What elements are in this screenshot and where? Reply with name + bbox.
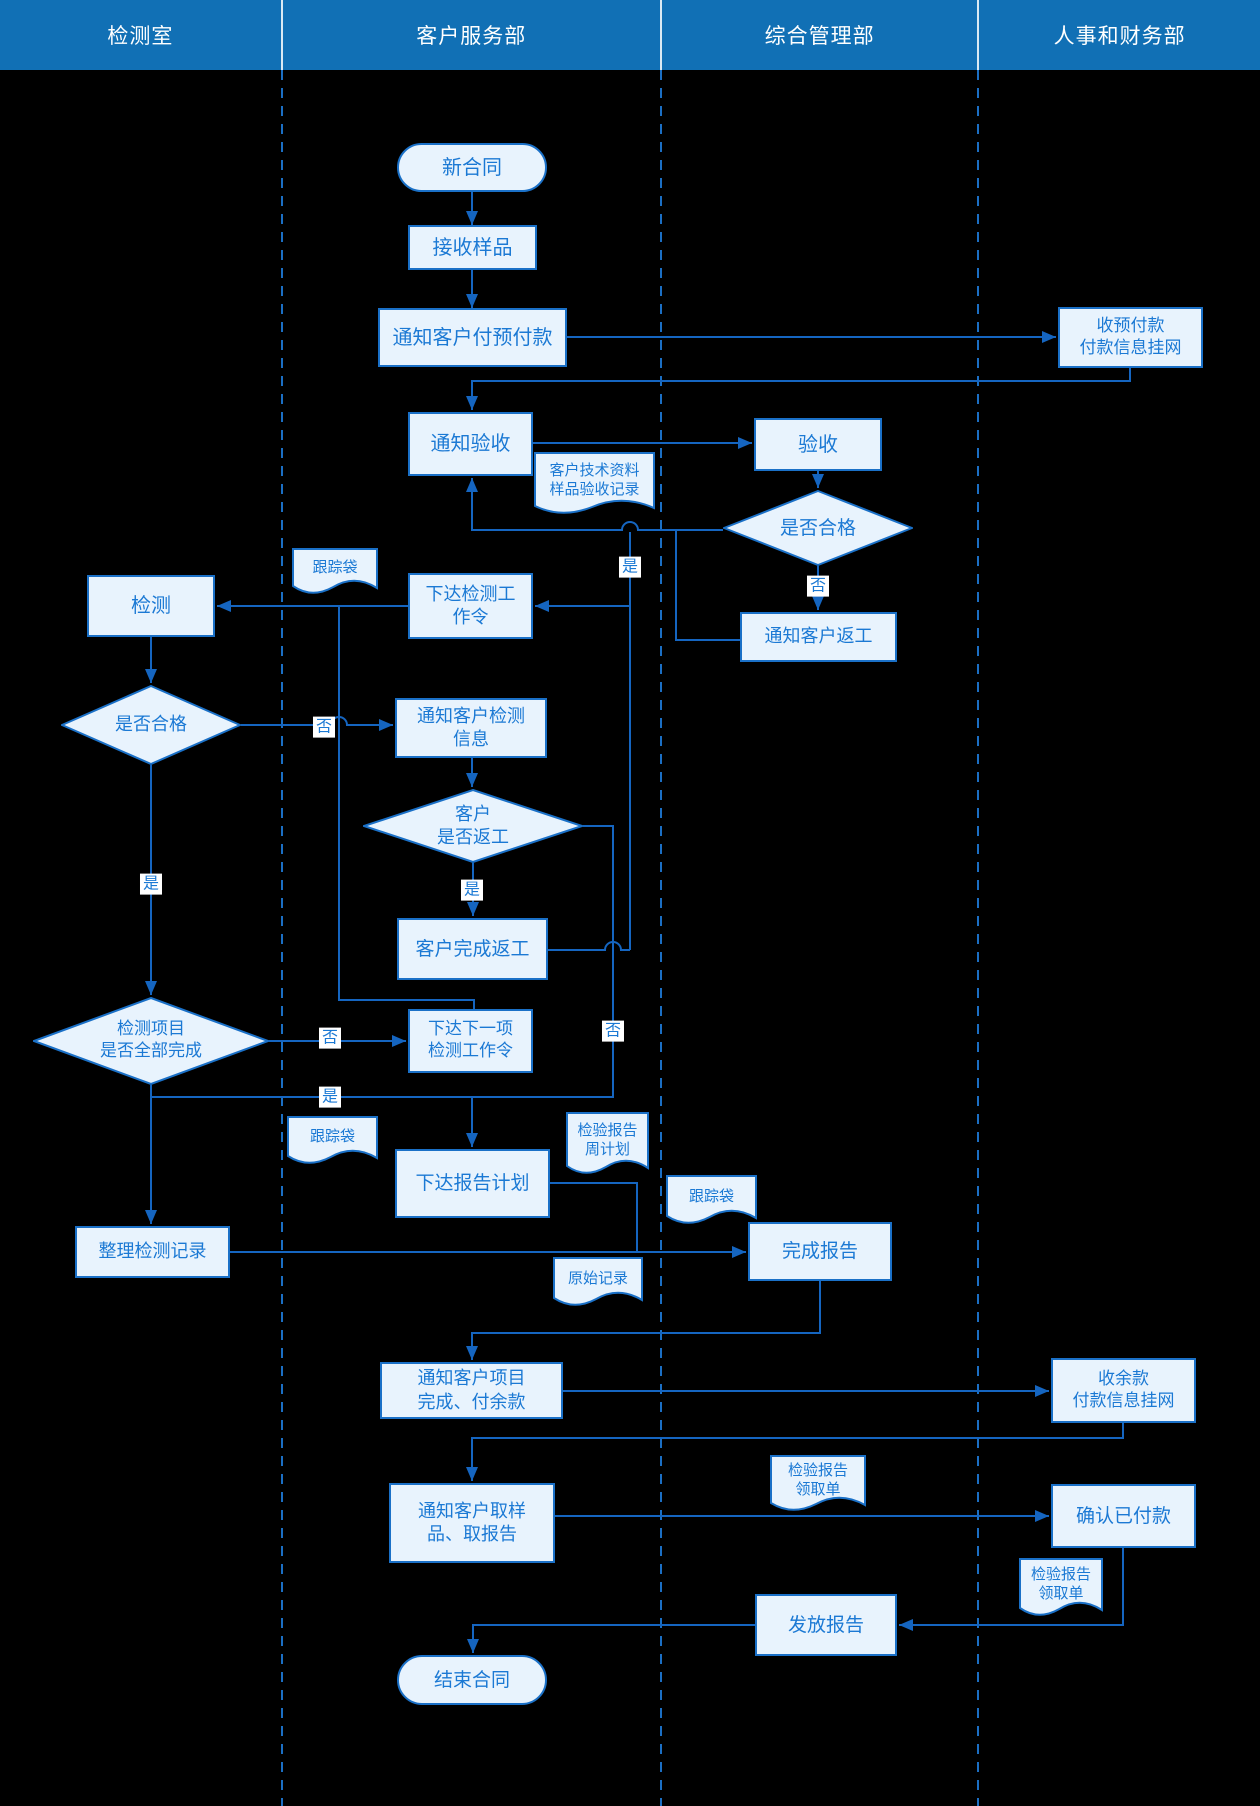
flow-node-doc-tracking-bag-2: 跟踪袋	[287, 1116, 378, 1168]
flow-node-receive-samples: 接收样品	[408, 225, 537, 270]
flow-node-label: 检验报告领取单	[787, 1460, 848, 1498]
flow-node-label: 检测	[131, 593, 171, 618]
flow-node-label: 通知客户检测信息	[417, 705, 525, 750]
flow-edge-3	[466, 368, 1131, 410]
lane-title-general-management: 综合管理部	[659, 0, 977, 70]
flow-node-issue-report: 发放报告	[755, 1594, 897, 1656]
flow-edge-30	[467, 1624, 755, 1653]
flow-edge-25	[466, 1281, 821, 1360]
flow-node-doc-report-receipt-1: 检验报告领取单	[770, 1455, 866, 1515]
flow-node-decision-acceptance-qualified: 是否合格	[723, 490, 913, 566]
flow-node-label: 通知客户付预付款	[392, 324, 553, 349]
flow-node-label: 通知客户取样品、取报告	[418, 1500, 526, 1545]
flow-node-label: 客户是否返工	[437, 803, 509, 848]
flow-node-customer-rework-done: 客户完成返工	[397, 918, 548, 980]
flow-node-organize-test-records: 整理检测记录	[75, 1226, 230, 1278]
flow-node-doc-report-weekly-plan: 检验报告周计划	[566, 1112, 649, 1178]
flow-node-notify-pickup-sample-report: 通知客户取样品、取报告	[389, 1483, 555, 1563]
flow-node-start-new-contract: 新合同	[397, 143, 547, 192]
flow-node-label: 下达下一项检测工作令	[428, 1019, 513, 1061]
flow-node-label: 收预付款付款信息挂网	[1079, 315, 1182, 358]
flow-node-notify-customer-test-info: 通知客户检测信息	[395, 698, 547, 758]
flow-node-label: 发放报告	[787, 1613, 864, 1636]
flow-node-receive-balance-payment: 收余款付款信息挂网	[1051, 1358, 1196, 1423]
flow-node-testing: 检测	[87, 575, 215, 637]
flow-node-label: 验收	[798, 431, 838, 456]
label-no-all-complete: 否	[318, 1027, 342, 1049]
flow-node-issue-test-work-order: 下达检测工作令	[408, 573, 533, 639]
flow-edge-29	[899, 1548, 1124, 1631]
label-yes-all-complete: 是	[318, 1086, 342, 1108]
flow-edge-23	[550, 1182, 638, 1252]
flow-node-complete-report: 完成报告	[748, 1222, 892, 1281]
flow-node-label: 跟踪袋	[688, 1186, 734, 1205]
flow-node-decision-customer-rework: 客户是否返工	[363, 789, 583, 863]
flow-node-label: 确认已付款	[1075, 1504, 1171, 1527]
flow-node-decision-test-qualified: 是否合格	[61, 685, 241, 765]
flow-node-label: 跟踪袋	[312, 558, 358, 577]
flow-node-notify-customer-rework: 通知客户返工	[740, 612, 897, 662]
label-yes-customer-rework: 是	[460, 879, 484, 901]
flow-edge-22	[151, 1096, 478, 1147]
flow-node-end-contract: 结束合同	[397, 1655, 547, 1705]
flow-node-notify-acceptance: 通知验收	[408, 412, 533, 476]
flow-node-label: 结束合同	[433, 1668, 510, 1691]
flow-node-issue-report-plan: 下达报告计划	[395, 1149, 550, 1218]
flow-edge-7	[675, 530, 740, 641]
flow-node-notify-advance-payment: 通知客户付预付款	[378, 308, 567, 367]
flow-node-label: 是否合格	[779, 516, 856, 539]
flow-node-doc-original-records: 原始记录	[553, 1257, 643, 1310]
flow-node-doc-tracking-bag-1: 跟踪袋	[292, 548, 378, 598]
flow-node-label: 通知客户返工	[764, 626, 873, 648]
flow-edge-8	[466, 478, 723, 531]
flow-node-label: 通知验收	[430, 431, 511, 456]
lane-title-hr-finance: 人事和财务部	[977, 0, 1260, 70]
flow-node-label: 接收样品	[432, 234, 513, 259]
label-yes-acceptance: 是	[618, 556, 642, 578]
flow-node-confirm-payment: 确认已付款	[1051, 1484, 1196, 1548]
label-no-test: 否	[312, 716, 336, 738]
flow-node-label: 下达检测工作令	[425, 583, 516, 628]
flow-node-label: 整理检测记录	[98, 1241, 207, 1263]
flow-node-notify-project-done-pay-balance: 通知客户项目完成、付余款	[380, 1362, 563, 1419]
flow-node-issue-next-work-order: 下达下一项检测工作令	[408, 1009, 533, 1073]
flow-node-doc-tracking-bag-3: 跟踪袋	[666, 1175, 757, 1228]
flow-node-label: 客户技术资料样品验收记录	[549, 460, 640, 498]
flow-node-label: 新合同	[442, 154, 502, 179]
lane-title-customer-service: 客户服务部	[280, 0, 660, 70]
flow-node-label: 跟踪袋	[309, 1127, 355, 1146]
flow-node-acceptance-check: 验收	[754, 418, 882, 471]
flow-edge-11	[548, 941, 630, 951]
flow-node-label: 收余款付款信息挂网	[1072, 1368, 1175, 1411]
label-yes-test: 是	[139, 873, 163, 895]
flow-node-label: 完成报告	[781, 1240, 858, 1263]
flow-node-label: 原始记录	[567, 1268, 628, 1287]
flow-node-doc-customer-tech-materials: 客户技术资料样品验收记录	[534, 452, 655, 518]
label-no-acceptance: 否	[806, 575, 830, 597]
flow-node-label: 检验报告领取单	[1030, 1564, 1091, 1602]
flow-node-label: 检验报告周计划	[577, 1120, 638, 1158]
flow-edge-14	[338, 606, 475, 1009]
flow-node-doc-report-receipt-2: 检验报告领取单	[1019, 1558, 1103, 1620]
flow-node-decision-all-items-complete: 检测项目是否全部完成	[33, 997, 269, 1085]
flow-edge-12	[472, 825, 614, 1098]
label-no-customer-rework: 否	[601, 1020, 625, 1042]
flow-node-label: 检测项目是否全部完成	[100, 1019, 202, 1061]
flow-node-label: 客户完成返工	[415, 937, 530, 960]
flow-node-label: 下达报告计划	[415, 1172, 530, 1195]
lane-title-testing-room: 检测室	[107, 24, 174, 48]
swimlane-header: 检测室 客户服务部 综合管理部 人事和财务部	[0, 0, 1260, 70]
flow-node-label: 通知客户项目完成、付余款	[417, 1368, 526, 1413]
flow-edge-27	[466, 1423, 1124, 1481]
flow-node-receive-advance-payment: 收预付款付款信息挂网	[1058, 307, 1203, 368]
flow-node-label: 是否合格	[115, 714, 187, 736]
